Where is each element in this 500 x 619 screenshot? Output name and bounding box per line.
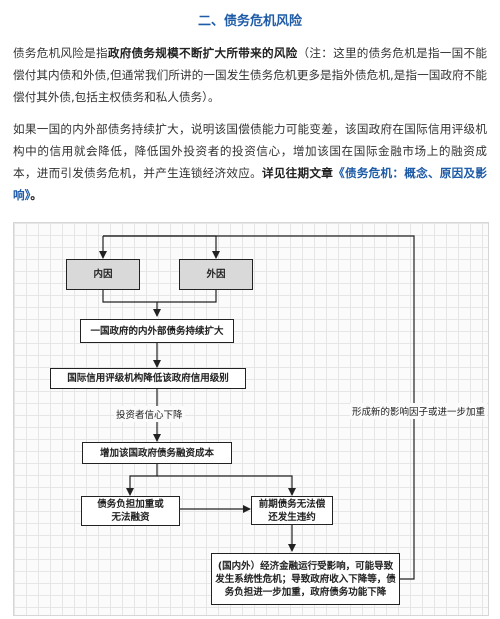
debt-crisis-flowchart: 内因 外因 一国政府的内外部债务持续扩大 国际信用评级机构降低该政府信用级别 投…	[13, 222, 489, 616]
rating-downgrade-node: 国际信用评级机构降低该政府信用级别	[50, 368, 246, 389]
investor-confidence-label: 投资者信心下降	[114, 406, 185, 422]
feedback-loop-label: 形成新的影响因子或进一步加重	[350, 403, 488, 419]
p2-end: 。	[30, 188, 42, 202]
paragraph-debt-risk-definition: 债务危机风险是指政府债务规模不断扩大所带来的风险（注：这里的债务危机是指一国不能…	[13, 42, 487, 108]
arrow-internal-to-debt	[102, 290, 161, 317]
p1-text-after: （注：这里的债务危机是指一国不能偿付其内债和外债,但通常我们所讲的一国发生债务危…	[13, 46, 487, 104]
paragraph-debt-crisis-mechanism: 如果一国的内外部债务持续扩大，说明该国偿债能力可能变差，该国政府在国际信用评级机…	[13, 118, 487, 206]
debt-default-node: 前期债务无法偿 还发生违约	[251, 496, 333, 525]
section-heading: 二、债务危机风险	[197, 14, 302, 29]
p2-text: 如果一国的内外部债务持续扩大，说明该国偿债能力可能变差，该国政府在国际信用评级机…	[13, 122, 487, 180]
article-link[interactable]: 《债务危机：概念、原因及影响》	[13, 166, 487, 202]
p1-bold-text: 政府债务规模不断扩大所带来的风险	[107, 46, 298, 60]
financing-cost-node: 增加该国政府债务融资成本	[82, 442, 232, 464]
arrow-external-to-debt	[157, 290, 217, 303]
economic-impact-node: (国内外）经济金融运行受影响，可能导致 发生系统性危机；导致政府收入下降等，债 …	[211, 553, 400, 605]
external-factor-node: 外因	[179, 259, 253, 290]
arrow-cost-to-burden	[126, 464, 158, 496]
internal-factor-node: 内因	[66, 259, 140, 290]
arrow-into-external	[103, 235, 220, 259]
debt-burden-node: 债务负担加重或 无法融资	[81, 496, 180, 526]
arrow-cost-to-default	[157, 475, 296, 496]
debt-expansion-node: 一国政府的内外部债务持续扩大	[80, 319, 234, 343]
p1-text-before: 债务危机风险是指	[13, 46, 108, 60]
p2-bold-text: 详见往期文章	[261, 166, 334, 180]
